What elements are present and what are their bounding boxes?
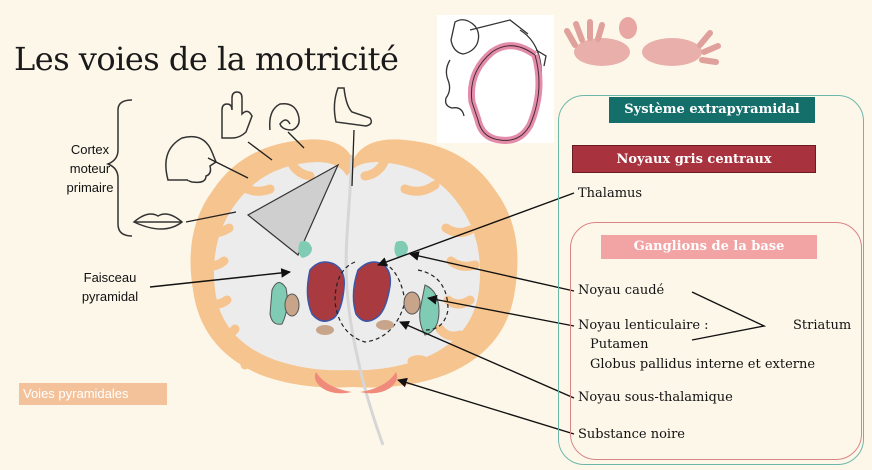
label-striatum: Striatum bbox=[793, 318, 851, 333]
noyaux-gris-title: Noyaux gris centraux bbox=[572, 145, 816, 173]
foot-icon bbox=[334, 88, 371, 126]
ganglions-title: Ganglions de la base bbox=[601, 235, 817, 259]
arm-icon bbox=[270, 104, 299, 130]
voies-pyramidales-badge: Voies pyramidales bbox=[19, 383, 167, 405]
label-noyau-sous-thalamique: Noyau sous-thalamique bbox=[578, 390, 733, 405]
faisceau-label: Faisceau pyramidal bbox=[70, 268, 150, 306]
lips-icon bbox=[134, 214, 182, 229]
sensory-homunculus-figure bbox=[567, 17, 718, 66]
brain-coronal-section bbox=[191, 139, 518, 445]
extrapyramidal-title: Système extrapyramidal bbox=[609, 97, 815, 123]
label-noyau-caude: Noyau caudé bbox=[578, 283, 664, 298]
hand-icon bbox=[222, 92, 252, 138]
label-noyau-lenticulaire: Noyau lenticulaire : bbox=[578, 318, 709, 333]
page-title: Les voies de la motricité bbox=[14, 40, 398, 78]
label-thalamus: Thalamus bbox=[578, 186, 642, 201]
label-substance-noire: Substance noire bbox=[578, 427, 685, 442]
label-globus-pallidus: Globus pallidus interne et externe bbox=[590, 357, 815, 372]
cortex-label: Cortex moteur primaire bbox=[58, 140, 122, 197]
thalamus-left bbox=[307, 262, 344, 321]
label-putamen: Putamen bbox=[590, 337, 649, 352]
head-icon bbox=[166, 137, 216, 183]
